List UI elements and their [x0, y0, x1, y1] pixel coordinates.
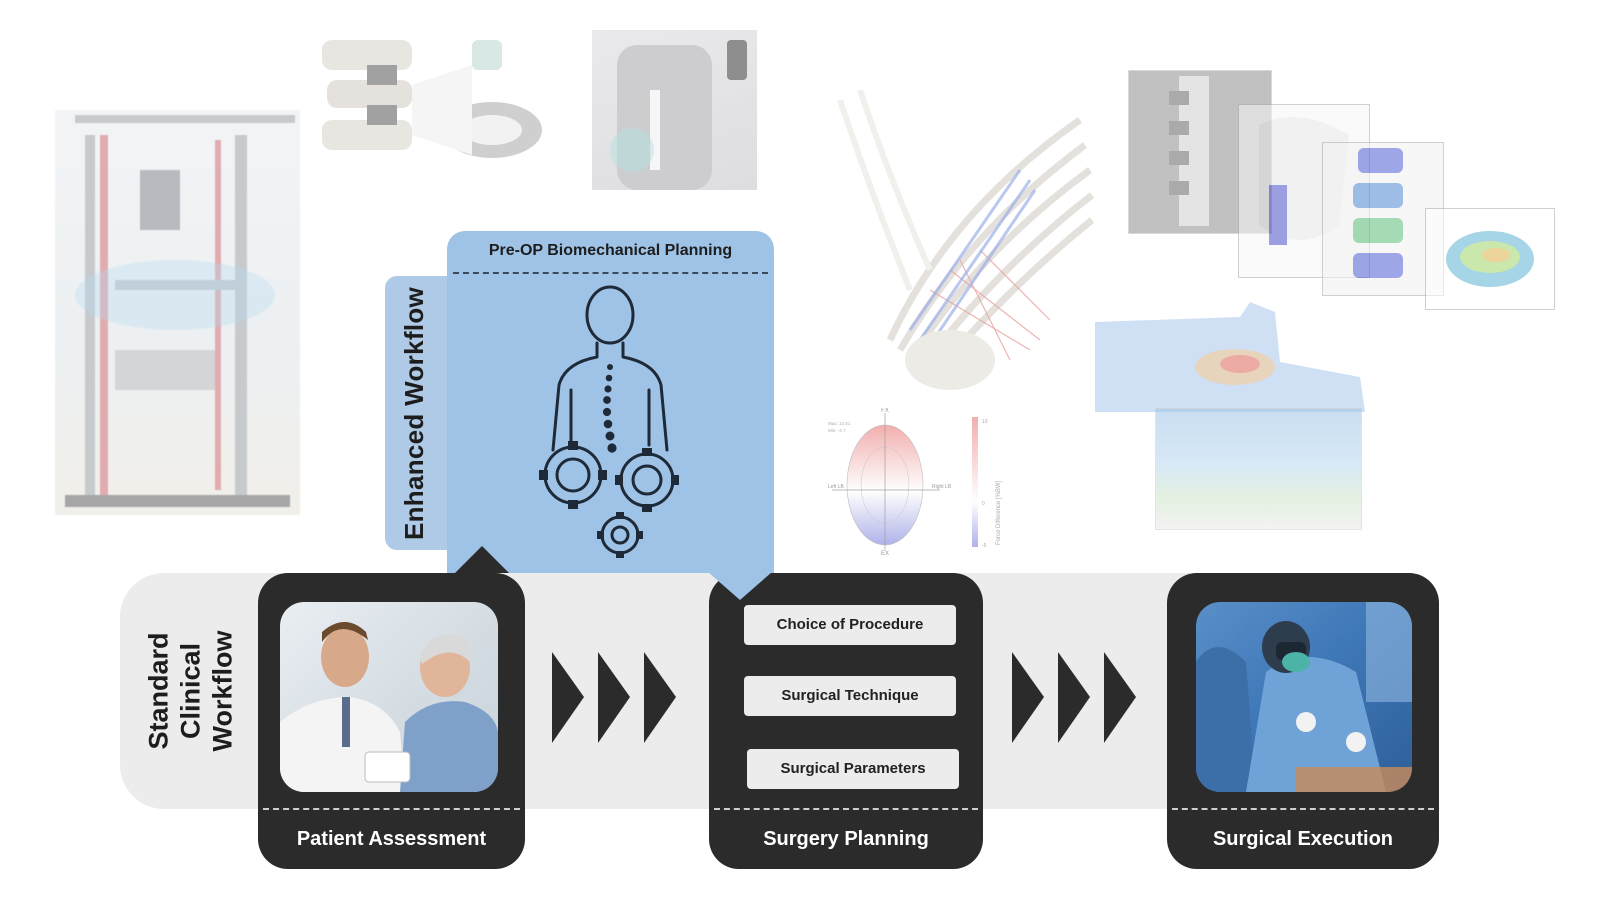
chevron-5: [1058, 652, 1090, 743]
polar-bottom-label: EX: [881, 551, 889, 555]
fe-bone-implant-image: [1095, 302, 1365, 412]
force-difference-polar-plot: FX EX Left LB Right LB Max: 12.61 Min: -…: [828, 408, 1002, 555]
fe-screw-interface-image: [1155, 408, 1362, 530]
pre-op-planning-title: Pre-OP Biomechanical Planning: [488, 242, 733, 259]
planning-divider: [714, 808, 978, 810]
surgical-technique-box: Surgical Technique: [744, 676, 956, 716]
polar-legend-min: -5: [982, 543, 987, 549]
polar-min-note: Min: -4.7: [828, 428, 846, 433]
biomechanical-test-rig-image: [55, 110, 300, 515]
surgery-photo: [1196, 602, 1412, 792]
assessment-up-arrow: [455, 546, 509, 573]
choice-of-procedure-box: Choice of Procedure: [744, 605, 956, 645]
fe-disc-image: [1425, 208, 1555, 310]
execution-divider: [1172, 808, 1434, 810]
standard-label-line-1: Standard: [143, 632, 173, 750]
polar-right-label: Right LB: [932, 484, 952, 490]
polar-legend-bar: [972, 417, 978, 547]
pre-op-planning-divider: [453, 272, 768, 274]
chevron-1: [552, 652, 584, 743]
polar-legend-max: 10: [982, 419, 988, 425]
chevron-6: [1104, 652, 1136, 743]
chevrons-assessment-to-planning: [552, 652, 676, 743]
polar-left-label: Left LB: [828, 484, 845, 490]
chevron-2: [598, 652, 630, 743]
fe-vertebrae-image: [1322, 142, 1444, 296]
stage-title-assessment: Patient Assessment: [296, 828, 487, 850]
chevrons-planning-to-execution: [1012, 652, 1136, 743]
polar-legend-label: Force Difference [%BW]: [996, 480, 1002, 545]
stage-title-execution: Surgical Execution: [1212, 828, 1394, 850]
polar-top-label: FX: [881, 408, 889, 414]
planning-input-pointer: [708, 572, 772, 600]
spine-gears-icon: [539, 285, 679, 558]
musculoskeletal-model-image: [837, 90, 1095, 390]
surgical-parameters-box: Surgical Parameters: [747, 749, 959, 789]
patient-consultation-photo: [280, 602, 498, 792]
chevron-3: [644, 652, 676, 743]
stage-title-planning: Surgery Planning: [763, 828, 929, 850]
chevron-4: [1012, 652, 1044, 743]
standard-label-line-3: Workflow: [207, 630, 237, 752]
standard-label-line-2: Clinical: [175, 642, 205, 740]
polar-max-note: Max: 12.61: [828, 421, 851, 426]
enhanced-workflow-label-wrap: Enhanced Workflow: [385, 276, 445, 550]
enhanced-workflow-label: Enhanced Workflow: [399, 286, 430, 540]
polar-legend-zero: 0: [982, 501, 985, 507]
spine-implant-image: [322, 40, 542, 158]
standard-workflow-label-wrap: Standard Clinical Workflow: [130, 573, 250, 809]
patient-phone-image: [592, 30, 757, 190]
assessment-divider: [263, 808, 520, 810]
